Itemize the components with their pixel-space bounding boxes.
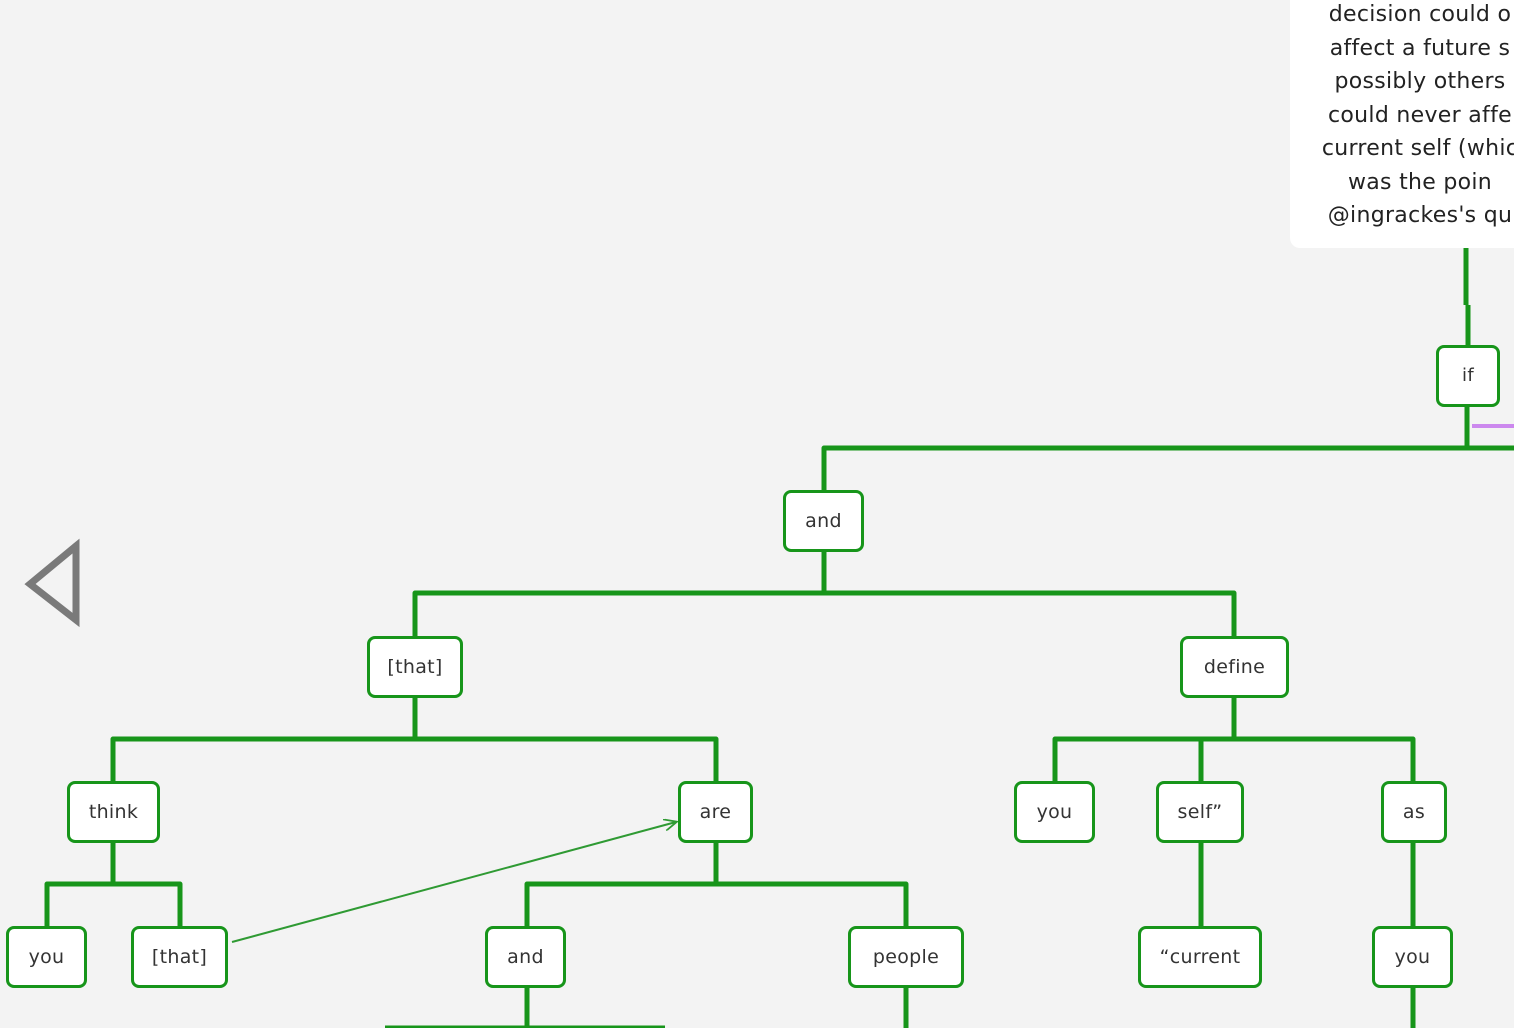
node-and-top[interactable]: and	[783, 490, 864, 552]
node-current[interactable]: “current	[1138, 926, 1262, 988]
node-if[interactable]: if	[1436, 345, 1500, 407]
note-line: affect a future s	[1329, 35, 1511, 61]
node-you-as[interactable]: you	[1372, 926, 1453, 988]
edge-and-that	[412, 590, 1237, 637]
edge-that-children	[110, 736, 719, 782]
node-as[interactable]: as	[1381, 781, 1447, 843]
node-that-think[interactable]: [that]	[131, 926, 228, 988]
node-you-define[interactable]: you	[1014, 781, 1095, 843]
note-line: was the poin	[1347, 169, 1493, 195]
node-and-are[interactable]: and	[485, 926, 566, 988]
node-define[interactable]: define	[1180, 636, 1289, 698]
edge-define-children	[1052, 736, 1416, 782]
note-line: possibly others	[1334, 69, 1506, 94]
node-think[interactable]: think	[67, 781, 160, 843]
edge-are-children	[524, 881, 909, 927]
note-card: decision could o affect a future s possi…	[1290, 0, 1514, 248]
arrow-that-to-are	[231, 822, 676, 943]
edge-if-and	[821, 445, 1514, 491]
note-line: could never affe	[1328, 102, 1512, 128]
node-self[interactable]: self”	[1156, 781, 1244, 843]
back-triangle-icon	[24, 538, 80, 628]
note-line: decision could o	[1328, 2, 1512, 27]
note-line: @ingrackes's qu	[1327, 203, 1513, 228]
back-button[interactable]	[24, 538, 84, 628]
note-line: current self (whic	[1321, 136, 1514, 161]
edge-note-if	[1463, 248, 1471, 346]
node-people[interactable]: people	[848, 926, 964, 988]
node-are[interactable]: are	[678, 781, 753, 843]
node-that-left[interactable]: [that]	[367, 636, 463, 698]
edge-think-children	[44, 881, 183, 927]
node-you-think[interactable]: you	[6, 926, 87, 988]
